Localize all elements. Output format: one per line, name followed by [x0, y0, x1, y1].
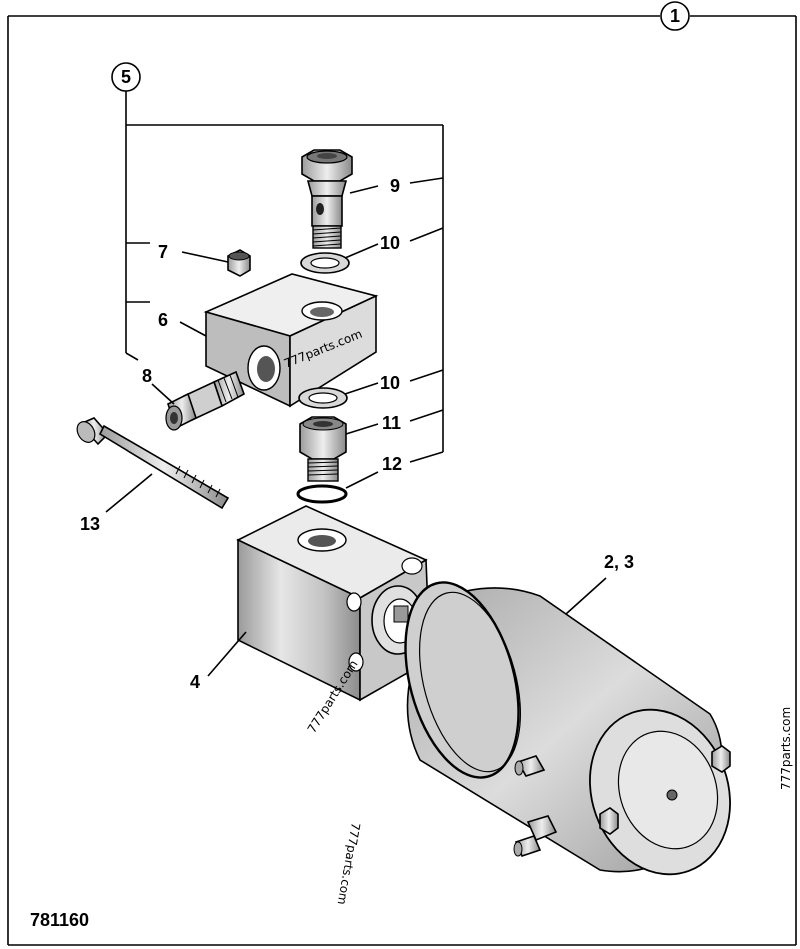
- callout-6: 6: [158, 310, 168, 330]
- drawing-frame: [7, 15, 797, 946]
- callout-10-lower: 10: [380, 373, 400, 393]
- relief-valve-cartridge: [151, 370, 245, 431]
- sealing-washer-upper: [300, 243, 379, 274]
- callout-11: 11: [382, 413, 401, 433]
- callout-1: 1: [660, 1, 690, 31]
- plug: [181, 249, 251, 277]
- banjo-bolt: [301, 149, 379, 249]
- callout-7: 7: [158, 242, 168, 262]
- callout-13: 13: [80, 514, 100, 534]
- svg-text:5: 5: [121, 67, 131, 87]
- watermark-bottom: 777parts.com: [335, 821, 363, 905]
- callout-12: 12: [382, 454, 402, 474]
- svg-text:1: 1: [670, 6, 680, 26]
- callout-2-3: 2, 3: [604, 552, 634, 572]
- adapter-fitting: [299, 416, 379, 482]
- callout-4: 4: [190, 672, 200, 692]
- o-ring: [296, 471, 379, 504]
- callout-10-upper: 10: [380, 233, 400, 253]
- sealing-washer-lower: [298, 382, 379, 409]
- electric-motor: [404, 577, 731, 876]
- hydraulic-pump: [207, 505, 431, 702]
- valve-block: [179, 273, 379, 408]
- drawing-number: 781160: [30, 910, 89, 930]
- callout-9: 9: [390, 176, 400, 196]
- callout-8: 8: [142, 366, 152, 386]
- long-bolt: [76, 417, 230, 513]
- part-callouts: 9 10 7 6 8 10 11 12 13 2, 3 4: [80, 176, 634, 692]
- watermark-right-edge: 777parts.com: [779, 707, 793, 790]
- callout-5-kit-bracket: 5: [111, 62, 444, 463]
